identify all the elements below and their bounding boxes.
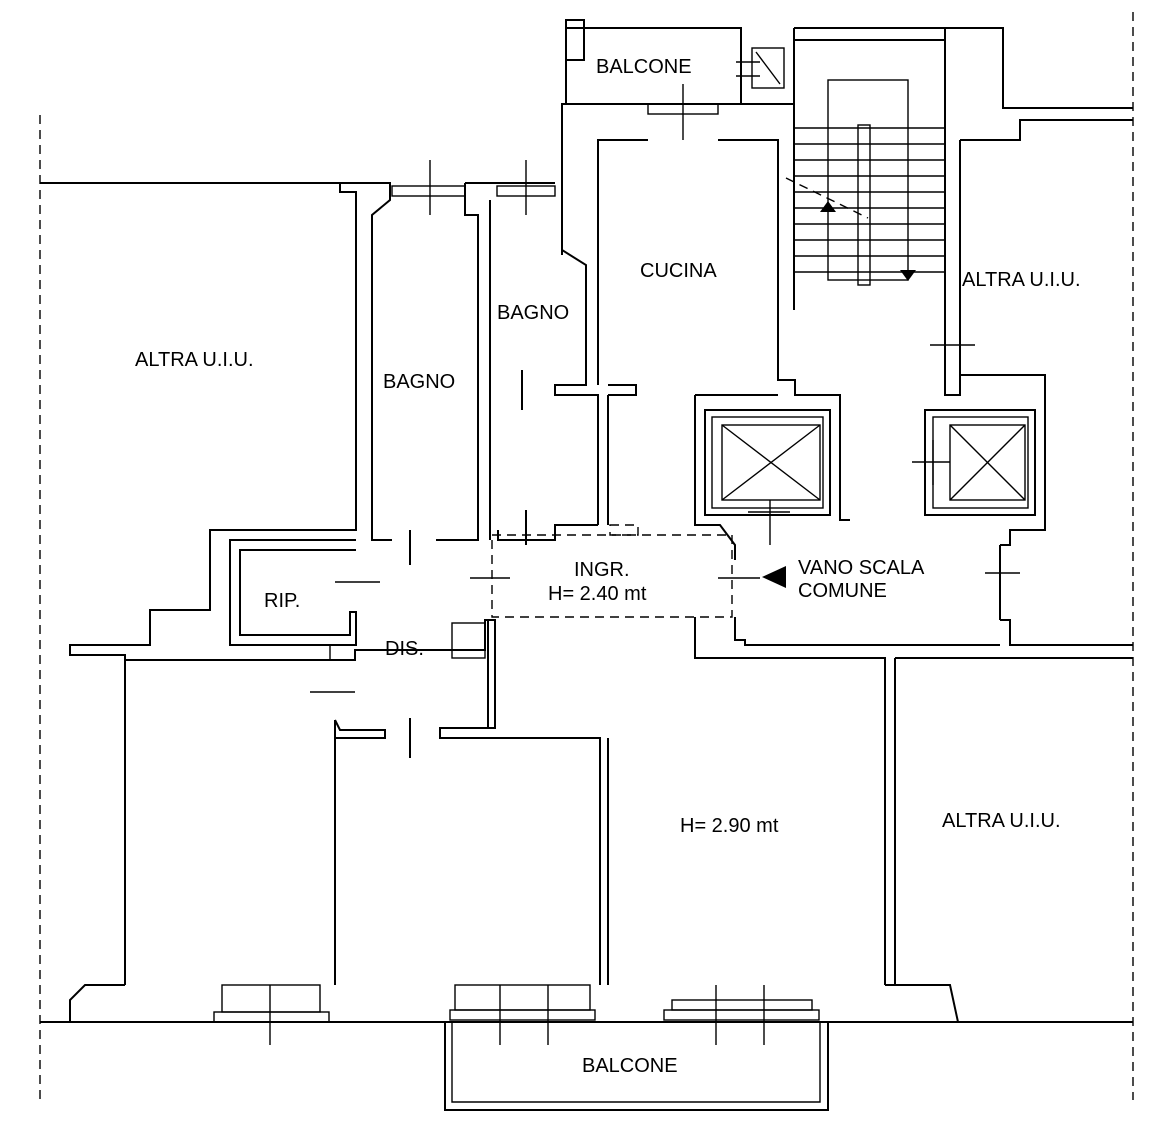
entrance-arrow-icon (762, 566, 786, 588)
lower-rooms (125, 617, 1133, 985)
label-comune: COMUNE (798, 580, 887, 602)
label-cucina: CUCINA (640, 260, 717, 282)
stair-direction-arrow-icon (900, 270, 916, 281)
label-balcone-top: BALCONE (596, 56, 692, 78)
label-room-height: H= 2.90 mt (680, 815, 779, 837)
label-altra-uiu-left: ALTRA U.I.U. (135, 349, 254, 371)
label-balcone-bottom: BALCONE (582, 1055, 678, 1077)
room-labels: BALCONE CUCINA BAGNO BAGNO ALTRA U.I.U. … (135, 56, 1081, 1077)
balcone-bottom (69, 984, 959, 1111)
label-ingr-height: H= 2.40 mt (548, 583, 647, 605)
boundary-lines (39, 12, 1134, 1100)
bagno-rooms (69, 160, 598, 985)
label-altra-uiu-right-top: ALTRA U.I.U. (962, 269, 1081, 291)
stairwell (785, 27, 946, 370)
elevator-left (694, 310, 850, 560)
label-ingr: INGR. (574, 559, 630, 581)
label-rip: RIP. (264, 590, 300, 612)
ripostiglio-room (229, 539, 510, 693)
elevator-icon (721, 424, 821, 501)
cucina-room (554, 60, 794, 536)
ingresso (491, 534, 786, 618)
balcone-top (565, 19, 785, 140)
label-altra-uiu-right-bottom: ALTRA U.I.U. (942, 810, 1061, 832)
elevator-right (912, 409, 1036, 516)
label-vano-scala: VANO SCALA (798, 557, 925, 579)
label-bagno-left: BAGNO (383, 371, 455, 393)
altra-uiu-right-top (930, 27, 1133, 646)
label-bagno-right: BAGNO (497, 302, 569, 324)
label-dis: DIS. (385, 638, 424, 660)
stair-direction-arrow-icon (820, 201, 836, 212)
